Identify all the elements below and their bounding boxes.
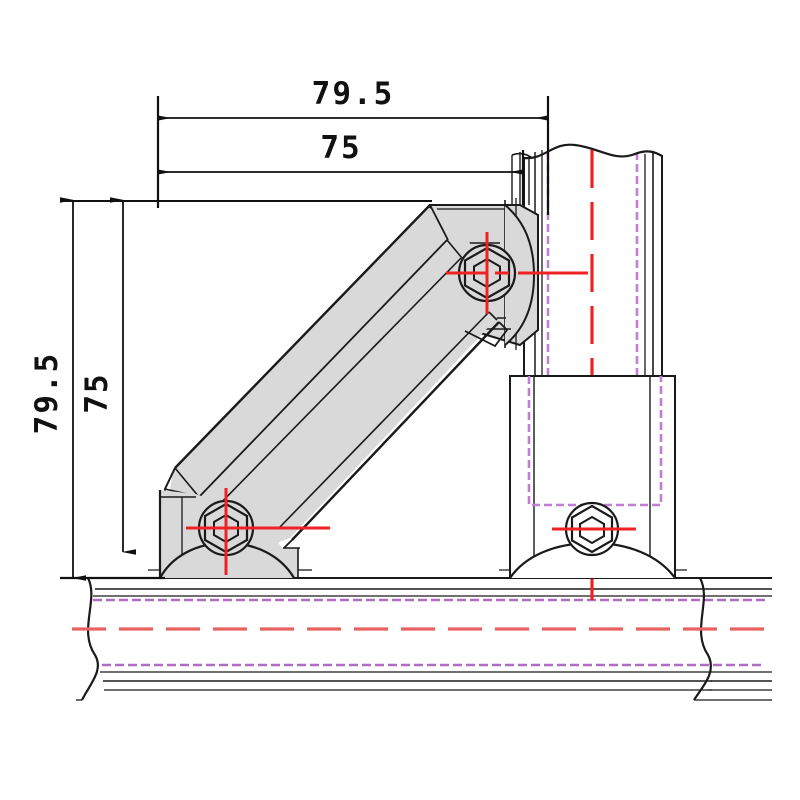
break-line-right bbox=[693, 577, 712, 701]
dim-label-75-vertical: 75 bbox=[79, 372, 115, 413]
arm-upper-edge bbox=[174, 204, 431, 469]
horizontal-tube bbox=[72, 577, 775, 701]
bolt-upper[interactable] bbox=[446, 232, 592, 314]
dim-label-79-5-horizontal: 79.5 bbox=[312, 76, 395, 112]
dimension-vertical-inner: 75 bbox=[79, 197, 136, 555]
break-line-left bbox=[81, 577, 99, 701]
dimension-horizontal-inner: 75 bbox=[157, 130, 525, 205]
dimension-horizontal-outer: 79.5 bbox=[156, 76, 550, 215]
bolt-left[interactable] bbox=[186, 488, 330, 575]
break-line-top bbox=[523, 143, 663, 160]
dim-label-79-5-vertical: 79.5 bbox=[29, 352, 65, 435]
arm-lower-edge bbox=[291, 321, 500, 541]
dim-label-75-horizontal: 75 bbox=[320, 130, 361, 166]
dimension-vertical-outer: 79.5 bbox=[29, 197, 165, 581]
joint-boss-curve bbox=[504, 204, 536, 346]
bolt-right[interactable] bbox=[552, 501, 636, 557]
